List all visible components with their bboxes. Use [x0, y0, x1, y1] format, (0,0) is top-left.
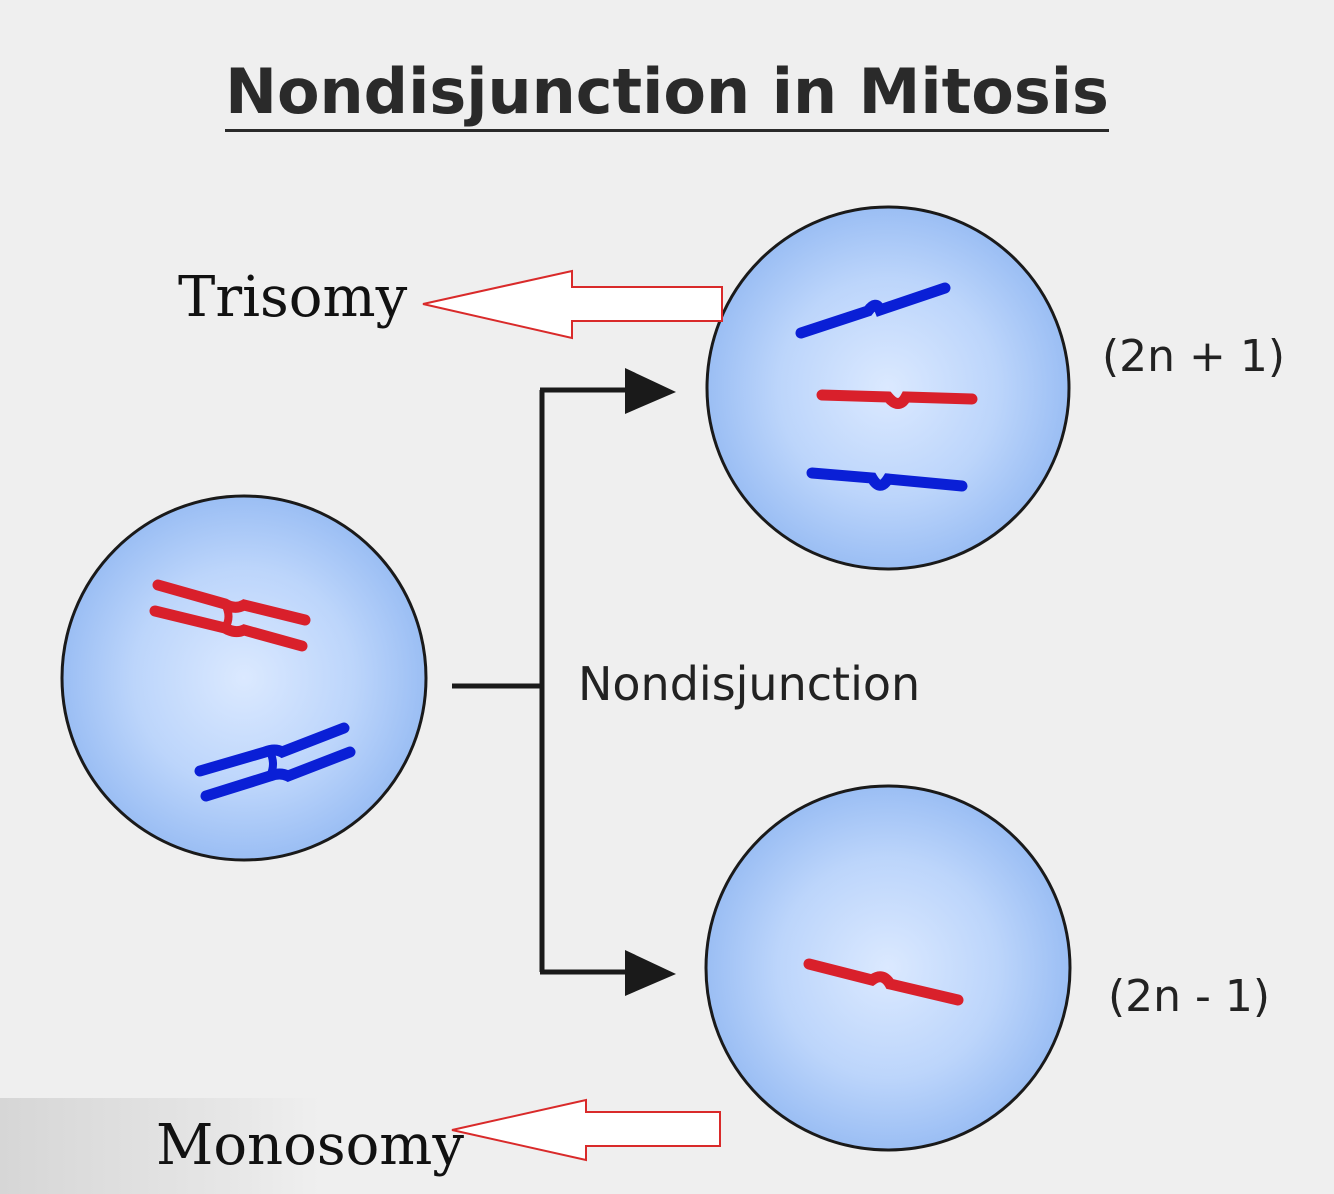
arrow-head-top — [625, 368, 676, 414]
chromosome-blue-1 — [795, 282, 951, 339]
trisomy-label: Trisomy — [178, 265, 408, 330]
chromosome-pair-blue — [194, 722, 356, 802]
outline-arrow-monosomy — [451, 1098, 721, 1162]
nondisjunction-label: Nondisjunction — [578, 657, 921, 711]
branch-connector — [452, 387, 640, 975]
monosomy-label: Monosomy — [156, 1113, 465, 1178]
bottom-formula-label: (2n - 1) — [1108, 971, 1271, 1022]
parent-cell — [60, 494, 428, 862]
chromosome-pair-red — [149, 579, 311, 652]
outline-arrow-trisomy — [422, 269, 723, 340]
diagram-title: Nondisjunction in Mitosis — [0, 52, 1334, 132]
corner-shadow — [0, 1098, 320, 1194]
chromosome-blue-2 — [806, 467, 968, 492]
chromosome-red-1 — [816, 389, 978, 409]
chromosome-red-single — [803, 958, 964, 1006]
arrow-head-bottom — [625, 950, 676, 996]
daughter-cell-monosomic — [704, 784, 1072, 1152]
daughter-cell-trisomic — [705, 205, 1071, 571]
top-formula-label: (2n + 1) — [1102, 331, 1286, 382]
